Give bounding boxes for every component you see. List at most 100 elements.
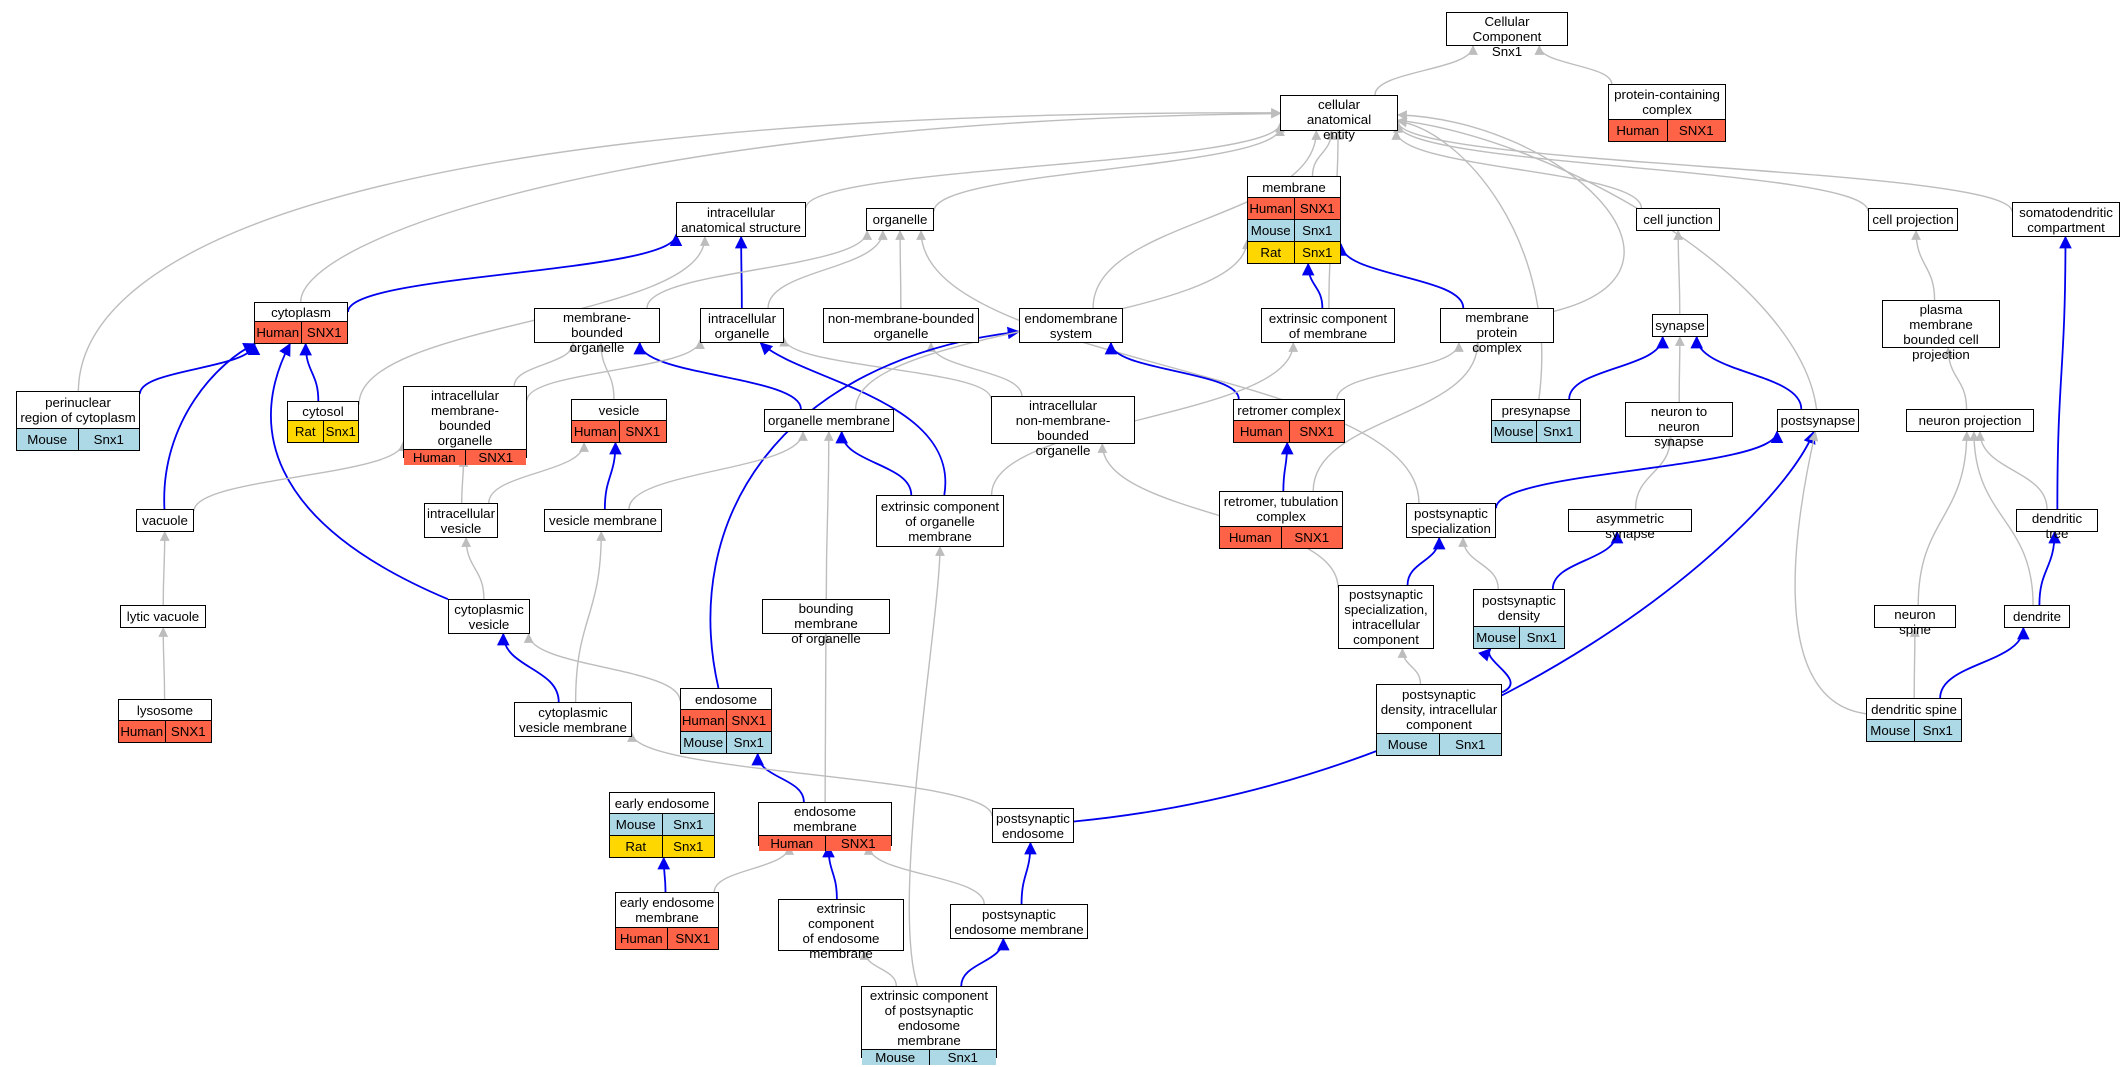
- go-term-lytic[interactable]: lytic vacuole: [120, 605, 206, 628]
- go-term-mbo[interactable]: membrane-bounded organelle: [534, 308, 660, 355]
- go-term-label: endomembrane system: [1024, 310, 1118, 341]
- go-term-label: Cellular Component Snx1: [1472, 14, 1542, 59]
- go-term-synapse[interactable]: synapse: [1652, 314, 1708, 337]
- annotation-species: Mouse: [615, 817, 656, 832]
- go-term-org-membrane[interactable]: organelle membrane: [764, 409, 894, 432]
- go-term-n2n[interactable]: neuron to neuron synapse: [1625, 402, 1733, 449]
- annotation-gene: SNX1: [666, 928, 719, 949]
- go-term-ecpem[interactable]: extrinsic component of postsynaptic endo…: [861, 986, 997, 1065]
- go-term-label: perinuclear region of cytoplasm: [20, 395, 136, 425]
- is-a-edge-post_endosome-to-cvm: [627, 732, 993, 817]
- part-of-edge-perinuclear-to-cytoplasm: [139, 342, 261, 394]
- go-term-mpc[interactable]: membrane protein complex: [1440, 308, 1554, 355]
- go-term-ecm[interactable]: extrinsic component of membrane: [1261, 308, 1395, 343]
- go-term-ecem[interactable]: extrinsic component of endosome membrane: [778, 899, 904, 961]
- go-term-pmbcp[interactable]: plasma membrane bounded cell projection: [1882, 300, 2000, 362]
- go-term-endomembrane[interactable]: endomembrane system: [1019, 308, 1123, 343]
- annotation-gene: SNX1: [725, 710, 772, 731]
- annotation-species: Human: [619, 931, 663, 946]
- part-of-edge-mpc-to-membrane: [1334, 243, 1465, 309]
- is-a-edge-psdic-to-psic: [1397, 648, 1422, 685]
- go-term-cvm[interactable]: cytoplasmic vesicle membrane: [514, 702, 632, 737]
- go-term-cyto-vesicle[interactable]: cytoplasmic vesicle: [448, 599, 530, 634]
- annotation-species: Human: [412, 450, 456, 465]
- go-term-label: intracellular vesicle: [427, 505, 495, 536]
- go-term-psic[interactable]: postsynaptic specialization, intracellul…: [1338, 585, 1434, 649]
- go-term-imbo[interactable]: intracellular membrane-bounded organelle…: [403, 386, 527, 465]
- annotation-gene: Snx1: [928, 1050, 997, 1065]
- go-term-neuron-spine[interactable]: neuron spine: [1874, 605, 1956, 637]
- go-term-nmbo[interactable]: non-membrane-bounded organelle: [823, 308, 979, 343]
- is-a-edge-dendritic_spine-to-neuron_spine: [1909, 627, 1920, 699]
- part-of-edge-post_endosome-to-postsynapse: [1073, 430, 1816, 823]
- is-a-edge-ecpem-to-ecom: [908, 546, 945, 987]
- go-term-organelle[interactable]: organelle: [866, 208, 934, 231]
- go-term-label: dendritic spine: [1871, 701, 1957, 717]
- go-term-label: postsynapse: [1780, 413, 1856, 428]
- go-term-cae[interactable]: cellular anatomical entity: [1280, 95, 1398, 142]
- is-a-edge-cytosol-to-ias: [358, 236, 710, 405]
- go-term-label: retromer, tubulation complex: [1223, 494, 1339, 524]
- go-term-iv[interactable]: intracellular vesicle: [424, 503, 498, 538]
- go-term-cell-projection[interactable]: cell projection: [1868, 208, 1958, 231]
- annotation-species: Rat: [294, 424, 316, 439]
- go-term-label: lysosome: [136, 702, 194, 718]
- is-a-edge-dendrite-to-neuron_projection: [1969, 431, 2034, 606]
- go-term-vesicle-membrane[interactable]: vesicle membrane: [544, 509, 662, 532]
- is-a-edge-psd-to-post_spec: [1458, 537, 1499, 590]
- go-term-cc-root[interactable]: Cellular Component Snx1: [1446, 12, 1568, 59]
- go-term-post-spec[interactable]: postsynaptic specialization: [1406, 503, 1496, 538]
- go-term-inmbo[interactable]: intracellular non-membrane-bounded organ…: [991, 396, 1135, 458]
- go-term-label: neuron spine: [1894, 607, 1936, 637]
- go-term-label: plasma membrane bounded cell projection: [1903, 302, 1979, 362]
- go-term-asym[interactable]: asymmetric synapse: [1568, 509, 1692, 541]
- go-term-dendrite[interactable]: dendrite: [2004, 605, 2070, 628]
- go-term-label: lytic vacuole: [126, 609, 200, 624]
- go-term-dendritic-tree[interactable]: dendritic tree: [2016, 509, 2098, 541]
- go-term-post-endosome[interactable]: postsynaptic endosome: [992, 808, 1074, 843]
- go-term-io[interactable]: intracellular organelle: [700, 308, 784, 343]
- annotation-gene: Snx1: [1535, 421, 1581, 442]
- is-a-edge-nmbo-to-organelle: [895, 230, 906, 309]
- go-term-label: cellular anatomical entity: [1306, 97, 1372, 142]
- go-term-ias[interactable]: intracellular anatomical structure: [676, 202, 806, 237]
- go-term-postsynapse[interactable]: postsynapse: [1777, 409, 1859, 432]
- go-term-neuron-projection[interactable]: neuron projection: [1906, 409, 2034, 432]
- go-term-label: postsynaptic density, intracellular comp…: [1380, 686, 1498, 732]
- go-term-bmo[interactable]: bounding membrane of organelle: [762, 599, 890, 646]
- go-term-label: extrinsic component of endosome membrane: [802, 901, 880, 961]
- go-term-somatodendritic[interactable]: somatodendritic compartment: [2012, 202, 2120, 237]
- go-term-pem[interactable]: postsynaptic endosome membrane: [950, 904, 1088, 939]
- go-term-cell-junction[interactable]: cell junction: [1636, 208, 1720, 231]
- go-term-psdic[interactable]: postsynaptic density, intracellular comp…: [1376, 684, 1502, 756]
- go-term-ecom[interactable]: extrinsic component of organelle membran…: [876, 495, 1004, 547]
- part-of-edge-postsynapse-to-synapse: [1690, 335, 1803, 410]
- annotation-gene: Snx1: [725, 732, 772, 753]
- part-of-edge-eem-to-early_endosome: [657, 856, 671, 893]
- go-term-vacuole[interactable]: vacuole: [136, 509, 194, 532]
